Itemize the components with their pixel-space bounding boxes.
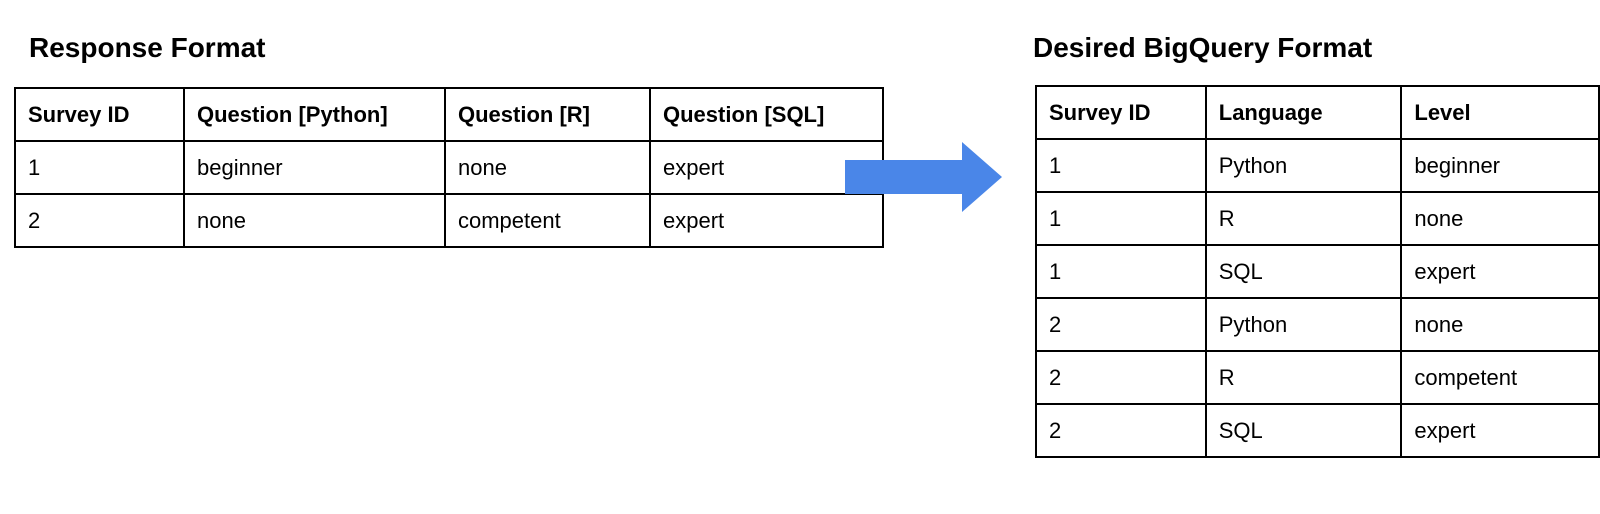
table-cell: 1 (1035, 138, 1207, 193)
table-cell: R (1204, 191, 1403, 246)
table-cell: none (1400, 297, 1600, 352)
response-format-title: Response Format (29, 32, 266, 63)
table-row: 2 none competent expert (14, 193, 884, 248)
column-header-survey-id: Survey ID (14, 87, 185, 142)
transform-arrow-icon (845, 142, 1002, 212)
table-cell: 1 (1035, 191, 1207, 246)
column-header-survey-id: Survey ID (1035, 85, 1207, 140)
column-header-question-sql: Question [SQL] (649, 87, 884, 142)
table-row: 1 SQL expert (1035, 244, 1600, 299)
table-cell: 2 (1035, 403, 1207, 458)
table-row: 2 Python none (1035, 297, 1600, 352)
table-row: 1 Python beginner (1035, 138, 1600, 193)
table-cell: 1 (1035, 244, 1207, 299)
table-cell: expert (649, 140, 884, 195)
table-cell: Python (1204, 138, 1403, 193)
table-cell: competent (1400, 350, 1600, 405)
table-cell: competent (444, 193, 651, 248)
table-cell: SQL (1204, 244, 1403, 299)
table-cell: expert (649, 193, 884, 248)
bigquery-format-title: Desired BigQuery Format (1033, 32, 1373, 63)
bigquery-format-table: Survey ID Language Level 1 Python beginn… (1035, 85, 1600, 458)
column-header-language: Language (1204, 85, 1403, 140)
table-header-row: Survey ID Question [Python] Question [R]… (14, 87, 884, 142)
column-header-question-r: Question [R] (444, 87, 651, 142)
table-cell: beginner (183, 140, 446, 195)
column-header-level: Level (1400, 85, 1600, 140)
table-cell: 2 (1035, 297, 1207, 352)
table-cell: none (183, 193, 446, 248)
table-cell: 1 (14, 140, 185, 195)
table-row: 2 SQL expert (1035, 403, 1600, 458)
table-cell: none (1400, 191, 1600, 246)
table-cell: expert (1400, 244, 1600, 299)
table-cell: R (1204, 350, 1403, 405)
table-row: 1 R none (1035, 191, 1600, 246)
table-cell: none (444, 140, 651, 195)
column-header-question-python: Question [Python] (183, 87, 446, 142)
table-cell: Python (1204, 297, 1403, 352)
table-row: 1 beginner none expert (14, 140, 884, 195)
table-cell: SQL (1204, 403, 1403, 458)
table-cell: 2 (1035, 350, 1207, 405)
right-arrow-shape (845, 142, 1002, 212)
response-format-table: Survey ID Question [Python] Question [R]… (14, 87, 884, 248)
table-row: 2 R competent (1035, 350, 1600, 405)
table-cell: beginner (1400, 138, 1600, 193)
table-header-row: Survey ID Language Level (1035, 85, 1600, 140)
table-cell: 2 (14, 193, 185, 248)
table-cell: expert (1400, 403, 1600, 458)
